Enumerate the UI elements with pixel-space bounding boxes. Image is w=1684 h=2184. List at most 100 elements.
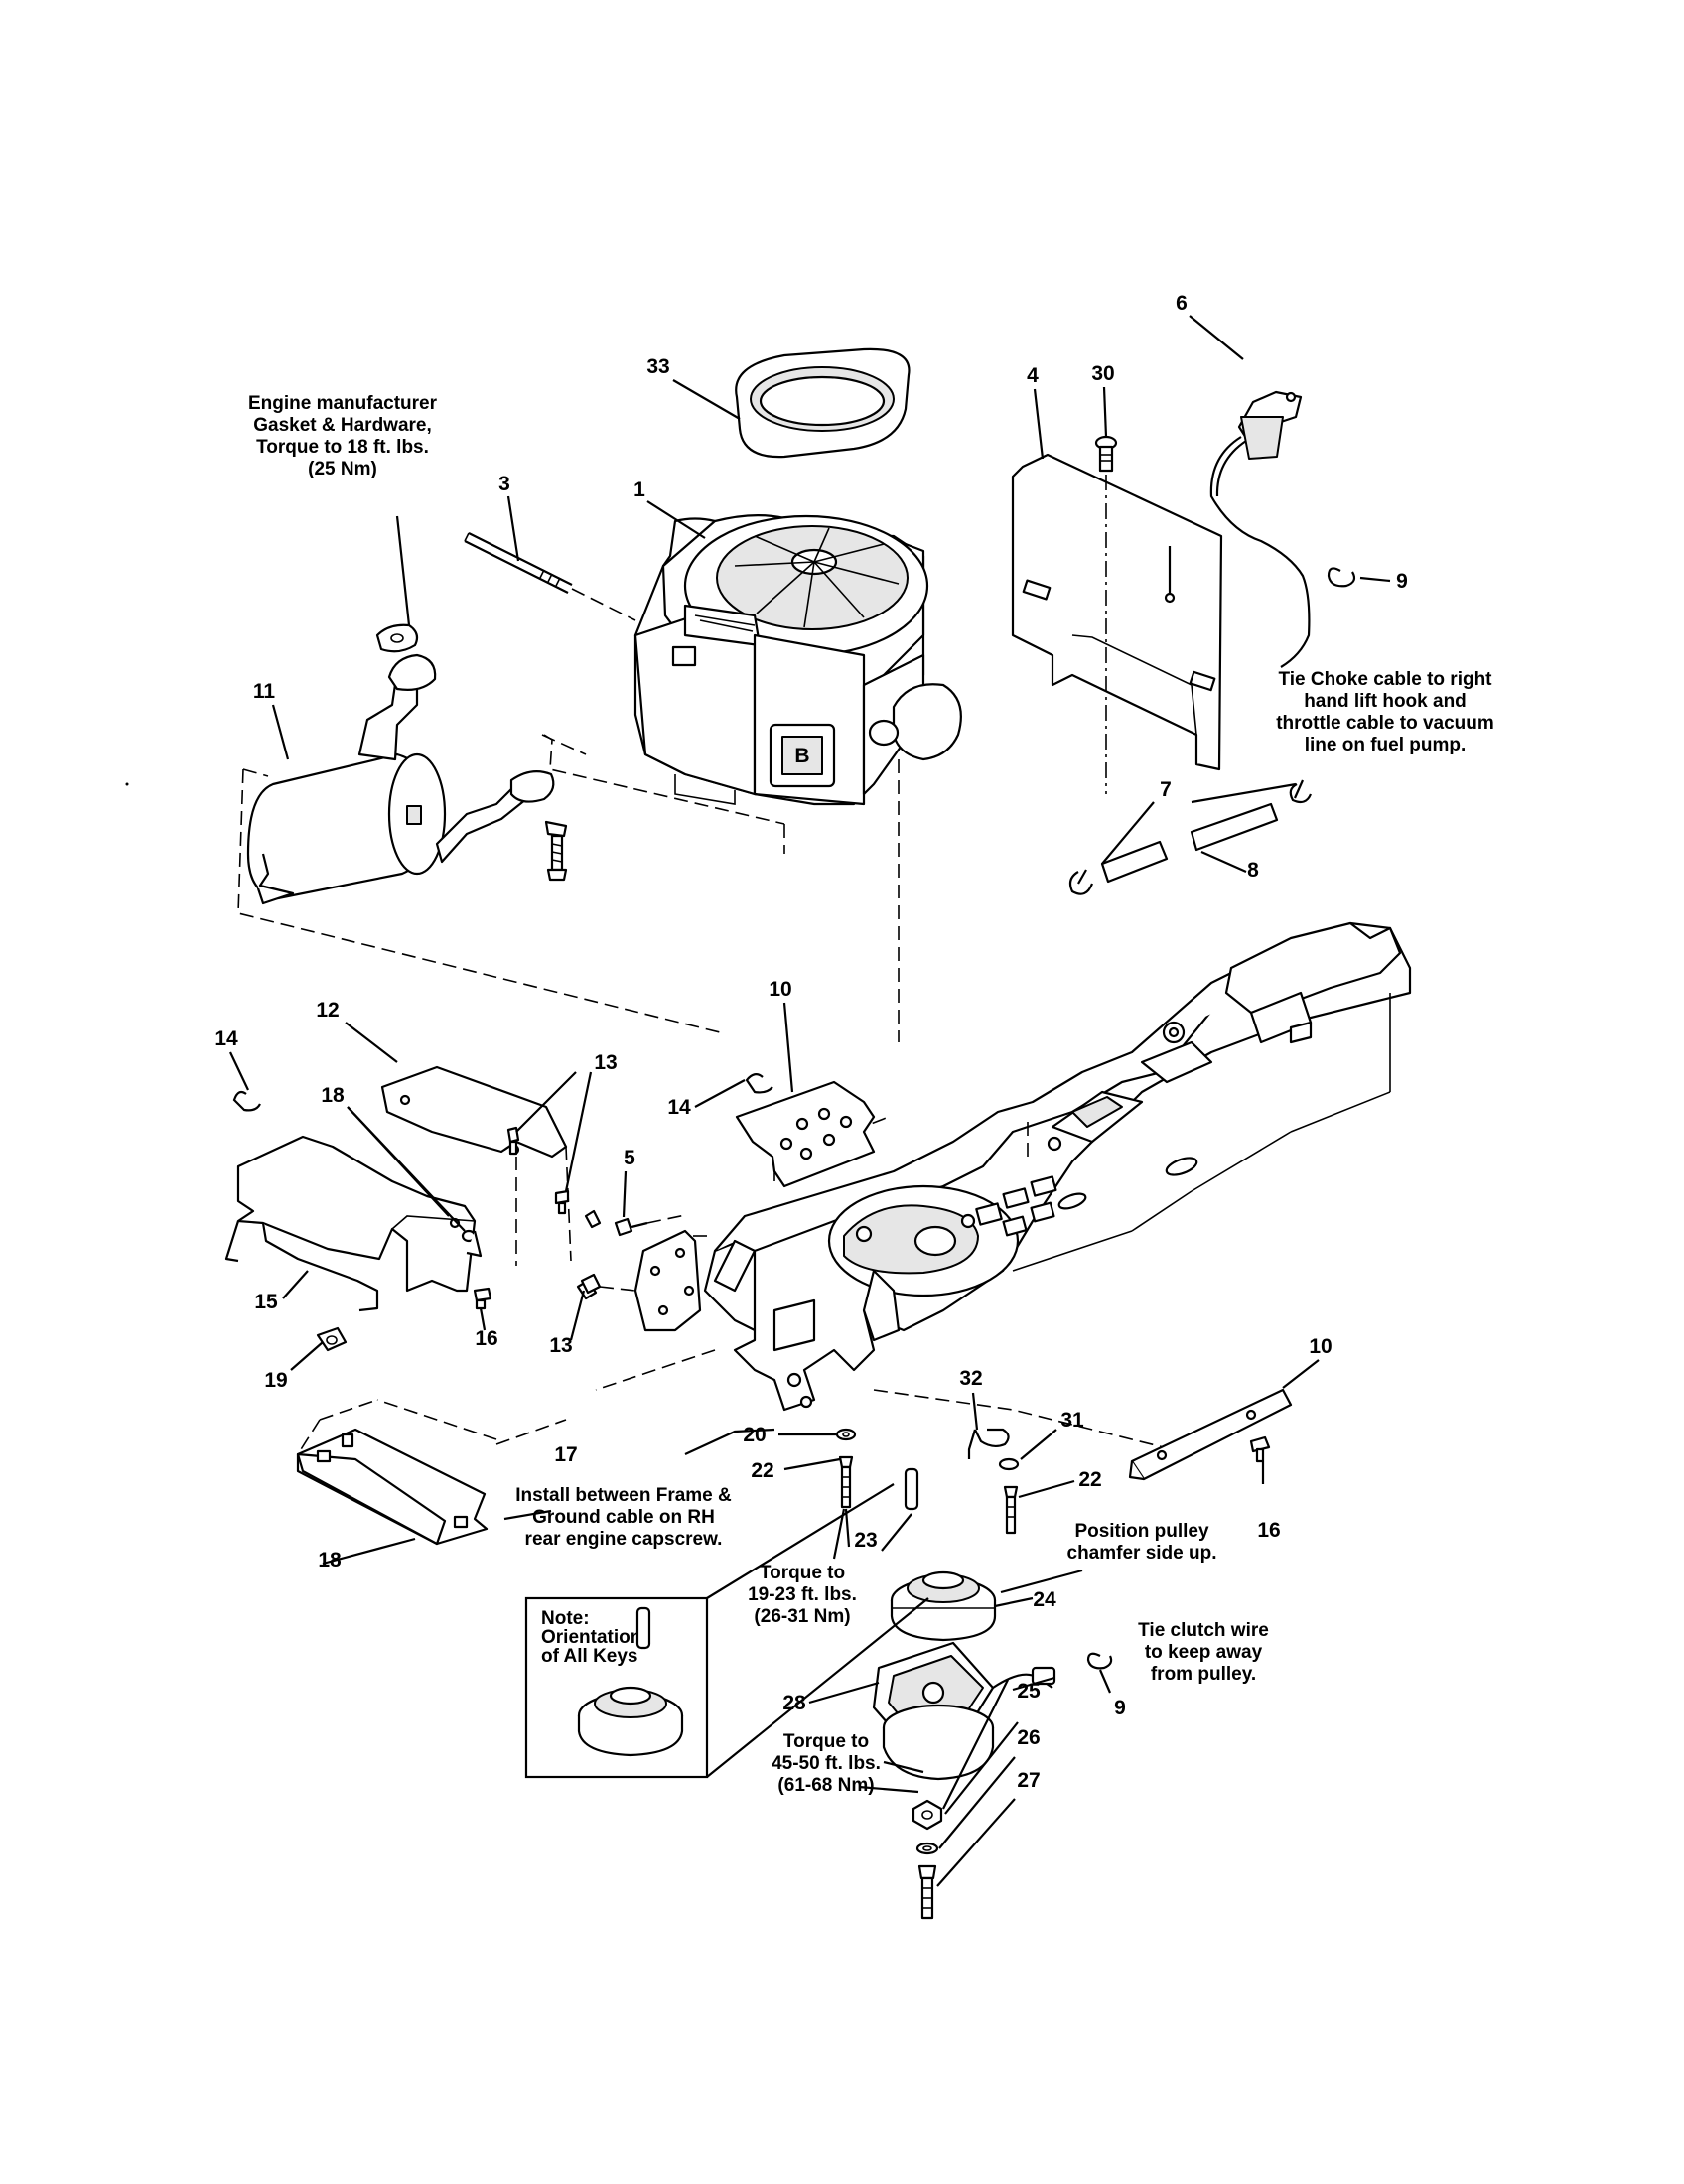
callout-18-top: 18 [321,1084,345,1107]
note-torque45-line-2: 45-50 ft. lbs. [772,1753,881,1774]
callout-24: 24 [1033,1588,1056,1611]
engine-mount-plate [633,1229,711,1332]
part-9-clip [1327,567,1356,588]
callout-32: 32 [959,1367,982,1390]
note-tie-choke-line-3: throttle cable to vacuum [1276,713,1494,734]
note-install-line-2: Ground cable on RH [532,1507,715,1528]
callout-6: 6 [1176,292,1188,315]
part-10-plate [735,1080,876,1188]
callout-15: 15 [254,1291,278,1313]
part-14-clip-top [745,1073,773,1094]
note-clutch-line-2: to keep away [1145,1642,1263,1663]
part-20-22-washer-bolt [835,1428,857,1509]
callout-13-top: 13 [594,1051,617,1074]
callout-27: 27 [1017,1769,1040,1792]
callout-28: 28 [782,1692,806,1714]
note-torque-19-23: Torque to 19-23 ft. lbs. (26-31 Nm) [748,1563,857,1627]
note-tie-clutch: Tie clutch wire to keep away from pulley… [1138,1620,1269,1685]
callout-8: 8 [1247,859,1259,882]
note-engine-gasket-line-2: Gasket & Hardware, [253,415,432,436]
callout-1: 1 [633,478,645,501]
engine-dashes [237,734,900,1042]
inset-box: Note: Orientation of All Keys [524,1596,709,1779]
callout-7: 7 [1160,778,1172,801]
note-pulley-line-1: Position pulley [1074,1521,1209,1542]
stray-dot [125,782,129,786]
part-25-nut [912,1799,943,1831]
part-30-bolt [1094,435,1118,794]
leader-torque45 [883,1760,924,1774]
callout-19: 19 [264,1369,287,1392]
main-frame [703,921,1412,1412]
note-torque-45-50: Torque to 45-50 ft. lbs. (61-68 Nm) [772,1731,881,1796]
callout-20: 20 [743,1424,766,1446]
callout-14-mid: 14 [667,1096,691,1119]
note-install-line-3: rear engine capscrew. [525,1529,723,1550]
part-10-plate-right [1128,1388,1293,1481]
part-1-engine: B [633,514,962,806]
callout-14-left: 14 [214,1027,238,1050]
part-24-pulley [890,1570,997,1642]
part-3-stud [464,532,636,621]
note-position-pulley: Position pulley chamfer side up. [1067,1521,1217,1564]
note-torque19-line-1: Torque to [760,1563,845,1583]
note-engine-gasket: Engine manufacturer Gasket & Hardware, T… [248,393,438,479]
part-17-tray [296,1399,489,1546]
callout-16-right: 16 [1257,1519,1280,1542]
part-26-washer [915,1842,939,1855]
frame-dashes [376,1116,1173,1450]
callout-4: 4 [1027,364,1039,387]
note-engine-gasket-line-4: (25 Nm) [308,459,377,479]
callout-17: 17 [554,1443,577,1466]
callout-13-bottom: 13 [549,1334,572,1357]
part-gasket [375,623,419,653]
note-tie-choke: Tie Choke cable to right hand lift hook … [1276,669,1494,755]
callout-16-left: 16 [475,1327,497,1350]
part-15-panel [224,1135,483,1312]
part-16-screw-left [473,1287,492,1310]
callout-5: 5 [624,1147,635,1169]
part-9-clip-lower [1086,1652,1113,1670]
callout-22-right: 22 [1078,1468,1101,1491]
callout-9-bottom: 9 [1114,1697,1126,1719]
part-32-31-22-cable [967,1428,1020,1535]
callout-22-left: 22 [751,1459,773,1482]
engine-badge: B [794,745,809,767]
note-engine-gasket-line-1: Engine manufacturer [248,393,438,414]
callout-labels: 33 3 1 4 30 6 9 11 7 8 10 14 14 12 13 18… [214,292,1408,1792]
part-5-screw [614,1214,686,1237]
callout-25: 25 [1017,1680,1041,1703]
part-23-key [904,1467,919,1511]
note-tie-choke-line-1: Tie Choke cable to right [1278,669,1492,690]
part-6-choke-control [1209,390,1311,668]
callout-12: 12 [316,999,339,1022]
leader-lines [229,315,1391,1887]
part-7-8-fuel-line [1068,779,1313,895]
note-clutch-line-3: from pulley. [1151,1664,1256,1685]
part-11-muffler [246,653,555,905]
callout-3: 3 [498,473,510,495]
callout-26: 26 [1017,1726,1040,1749]
callout-18-bottom: 18 [318,1549,342,1571]
part-13-screw-b [580,1273,636,1295]
note-tie-choke-line-2: hand lift hook and [1304,691,1467,712]
inset-note-line-2: Orientation [541,1627,641,1648]
note-install-line-1: Install between Frame & [515,1485,732,1506]
callout-11: 11 [253,680,276,703]
leader-torque19 [832,1508,846,1560]
part-27-bolt [917,1864,937,1920]
callout-30: 30 [1091,362,1114,385]
note-torque45-line-3: (61-68 Nm) [777,1775,874,1796]
note-torque19-line-2: 19-23 ft. lbs. [748,1584,857,1605]
part-28-clutch [872,1641,1056,1781]
part-4-panel [1011,453,1223,771]
part-33-ring [735,347,911,459]
part-16-screw-right [1249,1435,1271,1463]
callout-31: 31 [1060,1409,1084,1432]
callout-10-top: 10 [769,978,791,1001]
note-torque19-line-3: (26-31 Nm) [754,1606,850,1627]
part-14-clip-left [232,1090,261,1112]
inset-note-line-1: Note: [541,1608,590,1629]
callout-9-top: 9 [1396,570,1408,593]
leader-install-note [684,1428,775,1455]
